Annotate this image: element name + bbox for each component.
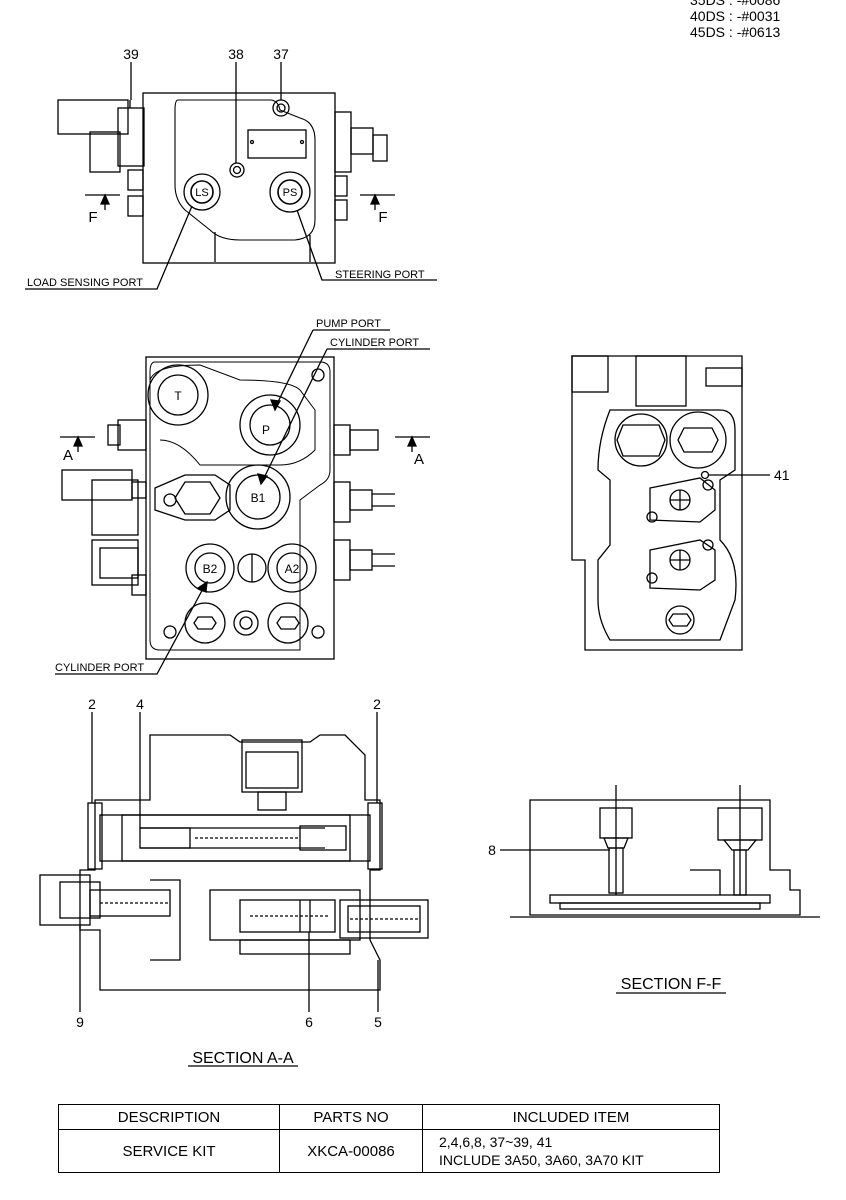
port-label-b2: B2	[203, 562, 218, 576]
parts-table: DESCRIPTION PARTS NO INCLUDED ITEM SERVI…	[58, 1104, 720, 1173]
item-number: 6	[305, 1014, 313, 1030]
serial-range: 35DS : -#0086	[690, 0, 781, 8]
section-a-a-text: 2 4 2 9 6 5 SECTION A-A	[76, 696, 382, 1067]
section-title-a-a: SECTION A-A	[192, 1050, 294, 1067]
cell-parts-no: XKCA-00086	[279, 1129, 423, 1173]
section-f-f	[500, 785, 820, 994]
serial-range: 45DS : -#0613	[690, 24, 781, 40]
item-number: 9	[76, 1014, 84, 1030]
item-number: 8	[488, 842, 496, 858]
front-view-text: T P B1 B2 A2 A A PUMP PORT CYLINDER PORT…	[55, 318, 424, 674]
cell-included-item: 2,4,6,8, 37~39, 41 INCLUDE 3A50, 3A60, 3…	[422, 1129, 720, 1173]
item-number: 2	[88, 696, 96, 712]
included-line: 2,4,6,8, 37~39, 41	[439, 1134, 553, 1150]
item-number: 2	[373, 696, 381, 712]
column-header-description: DESCRIPTION	[58, 1104, 280, 1130]
side-view	[571, 355, 770, 651]
section-mark-f: F	[88, 209, 97, 226]
section-a-a	[39, 712, 429, 1067]
side-view-text: 41	[774, 467, 790, 483]
cell-description: SERVICE KIT	[58, 1129, 280, 1173]
item-number: 39	[123, 46, 139, 62]
serial-range: 40DS : -#0031	[690, 8, 781, 24]
item-number: 37	[273, 46, 289, 62]
port-label-p: P	[262, 423, 270, 437]
section-mark-a: A	[414, 451, 424, 468]
port-label-ls: LS	[195, 187, 208, 199]
port-label-ps: PS	[283, 187, 298, 199]
callout-load-sensing-port: LOAD SENSING PORT	[27, 277, 143, 289]
port-label-b1: B1	[251, 491, 266, 505]
callout-cylinder-port: CYLINDER PORT	[55, 662, 144, 674]
column-header-parts-no: PARTS NO	[279, 1104, 423, 1130]
callout-pump-port: PUMP PORT	[316, 318, 381, 330]
table-row: SERVICE KIT XKCA-00086 2,4,6,8, 37~39, 4…	[58, 1129, 720, 1173]
section-mark-f: F	[378, 209, 387, 226]
section-mark-a: A	[63, 447, 73, 464]
item-number: 38	[228, 46, 244, 62]
port-label-t: T	[174, 389, 182, 403]
item-number: 5	[374, 1014, 382, 1030]
callout-cylinder-port: CYLINDER PORT	[330, 337, 419, 349]
column-header-included-item: INCLUDED ITEM	[422, 1104, 720, 1130]
section-f-f-text: 8 SECTION F-F	[488, 842, 721, 993]
top-view	[25, 62, 437, 290]
top-view-text: 39 38 37 LS PS F F LOAD SENSING PORT STE…	[27, 46, 425, 289]
callout-steering-port: STEERING PORT	[335, 269, 425, 281]
front-view	[55, 329, 430, 675]
table-header-row: DESCRIPTION PARTS NO INCLUDED ITEM	[58, 1104, 720, 1130]
port-label-a2: A2	[285, 562, 300, 576]
section-title-f-f: SECTION F-F	[621, 976, 722, 993]
item-number: 4	[136, 696, 144, 712]
serial-range-list: 35DS : -#0086 40DS : -#0031 45DS : -#061…	[690, 0, 780, 40]
item-number: 41	[774, 467, 790, 483]
included-line: INCLUDE 3A50, 3A60, 3A70 KIT	[439, 1152, 644, 1168]
